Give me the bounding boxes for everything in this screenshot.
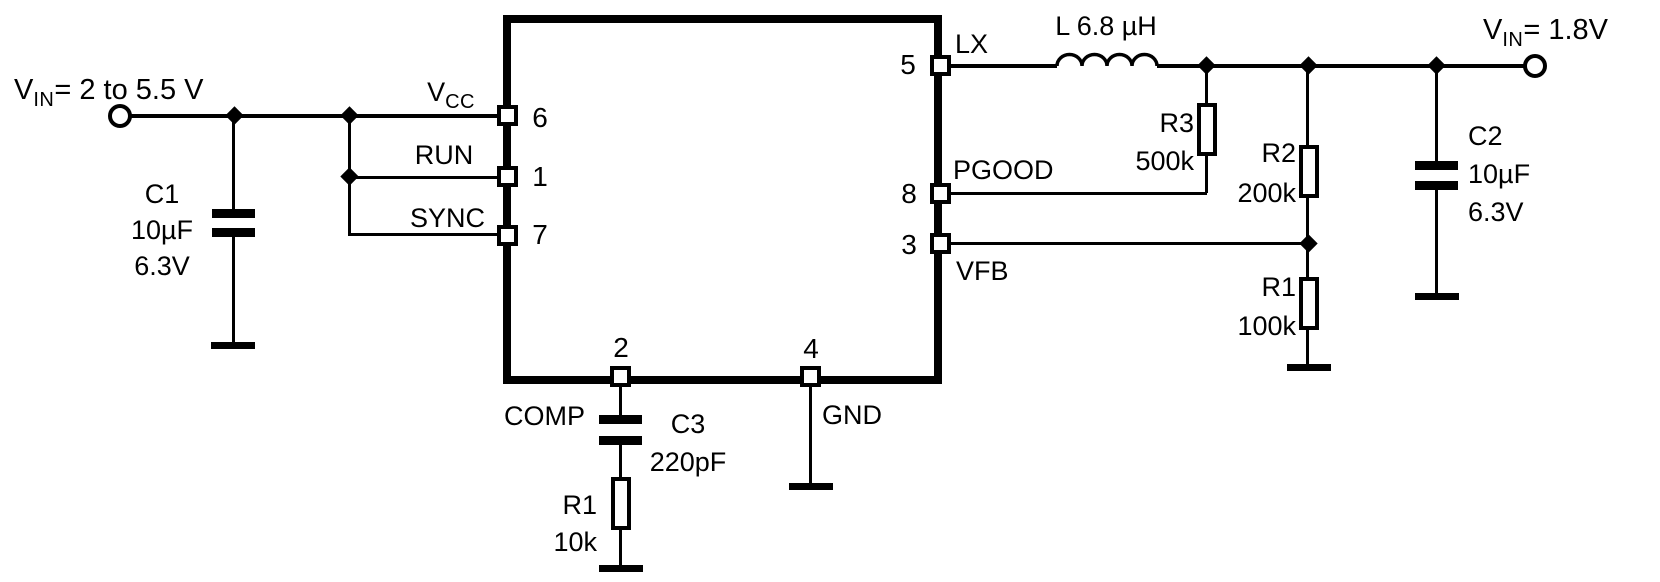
resistor-r3-body <box>1197 103 1217 156</box>
c1-value: 10µF <box>130 215 194 245</box>
pin-number-lx: 5 <box>900 49 916 80</box>
c2-rating: 6.3V <box>1468 197 1524 227</box>
wire-run <box>350 176 497 179</box>
r2-label-block: R2 200k <box>1190 133 1296 213</box>
inductor-coil-icon <box>1055 52 1159 67</box>
pin-label-vfb: VFB <box>956 256 1009 286</box>
wire-r2-bottom <box>1306 198 1309 245</box>
wire-comp-3 <box>619 530 622 565</box>
wire-c1-top <box>232 116 235 209</box>
c1-label-block: C1 10µF 6.3V <box>112 176 212 284</box>
wire-gnd <box>809 387 812 483</box>
wire-r3-bottom <box>1205 156 1208 193</box>
output-voltage-label: VIN= 1.8V <box>1483 14 1608 52</box>
r3-name: R3 <box>1159 108 1194 138</box>
pin-label-run: RUN <box>414 140 474 170</box>
wire-output-main <box>1157 64 1525 68</box>
pin-label-pgood: PGOOD <box>953 155 1054 185</box>
wire-c1-bottom <box>232 237 235 342</box>
pin-label-vcc: VCC <box>405 77 475 113</box>
wire-c2-bottom <box>1435 190 1438 294</box>
c3-plate-top <box>599 415 642 424</box>
input-voltage-eq: = 2 to 5.5 V <box>54 74 204 106</box>
pin-label-lx: LX <box>955 29 989 59</box>
c1-ground-symbol <box>211 342 255 349</box>
c1-name: C1 <box>144 179 180 209</box>
pin-number-comp: 2 <box>613 332 629 363</box>
junction-dot-vin-run <box>340 106 359 125</box>
wire-vfb <box>951 242 1309 245</box>
c3-plate-bottom <box>599 436 642 445</box>
wire-vin-main <box>131 114 497 118</box>
pin-square-lx <box>930 55 951 76</box>
output-voltage-sub: IN <box>1502 29 1524 51</box>
output-voltage-v: V <box>1483 14 1503 46</box>
c2-label-block: C2 10µF 6.3V <box>1468 117 1588 231</box>
pin-number-vfb: 3 <box>901 229 917 260</box>
junction-dot-run <box>340 167 359 186</box>
pin-number-vcc: 6 <box>532 102 548 133</box>
input-voltage-label: VIN= 2 to 5.5 V <box>14 74 203 112</box>
r2-value: 200k <box>1237 178 1296 208</box>
wire-c2-top <box>1435 66 1438 162</box>
r1-comp-ground-symbol <box>599 565 643 572</box>
r1-feedback-name: R1 <box>1261 272 1296 302</box>
c2-value: 10µF <box>1468 159 1531 189</box>
gnd-pin-ground-symbol <box>789 483 833 490</box>
wire-lx-to-inductor <box>951 64 1057 68</box>
resistor-r2-body <box>1299 145 1319 198</box>
r3-value: 500k <box>1135 146 1194 176</box>
c2-name: C2 <box>1468 121 1503 151</box>
r1-comp-value: 10k <box>553 527 597 557</box>
ic-body <box>503 15 942 384</box>
pin-number-run: 1 <box>532 161 548 192</box>
output-voltage-eq: = 1.8V <box>1523 14 1608 46</box>
pin-label-gnd: GND <box>822 400 882 430</box>
r1-comp-name: R1 <box>562 490 597 520</box>
wire-r2-top <box>1306 66 1309 146</box>
inductor-label: L 6.8 µH <box>1055 11 1157 41</box>
r2-name: R2 <box>1261 138 1296 168</box>
c2-plate-bottom <box>1415 181 1458 190</box>
c2-plate-top <box>1415 161 1458 170</box>
pin-number-sync: 7 <box>532 219 548 250</box>
vcc-label-v: V <box>427 77 446 107</box>
c3-value: 220pF <box>649 447 727 477</box>
resistor-r1-feedback-body <box>1299 277 1319 330</box>
resistor-r1-comp-body <box>611 477 631 530</box>
pin-square-gnd <box>800 366 821 387</box>
wire-comp-1 <box>619 387 622 416</box>
input-voltage-v: V <box>14 74 34 106</box>
c2-ground-symbol <box>1415 293 1459 300</box>
wire-r1fb-top <box>1306 245 1309 277</box>
pin-square-sync <box>497 225 518 246</box>
pin-square-vcc <box>497 105 518 126</box>
pin-label-sync: SYNC <box>409 203 485 233</box>
input-voltage-sub: IN <box>33 89 55 111</box>
pin-square-run <box>497 166 518 187</box>
r1-feedback-value: 100k <box>1237 311 1296 341</box>
pin-number-gnd: 4 <box>803 333 819 364</box>
pin-square-pgood <box>930 183 951 204</box>
pin-square-comp <box>610 366 631 387</box>
pin-number-pgood: 8 <box>901 178 917 209</box>
vcc-label-sub: CC <box>445 91 475 113</box>
wire-pgood <box>951 192 1207 195</box>
r1-feedback-ground-symbol <box>1287 364 1331 371</box>
input-terminal <box>108 104 132 128</box>
output-terminal <box>1523 54 1547 78</box>
c1-plate-top <box>212 209 255 218</box>
r1-comp-label-block: R1 10k <box>500 487 597 561</box>
wire-comp-2 <box>619 445 622 478</box>
pin-label-comp: COMP <box>504 401 585 431</box>
wire-r1fb-bottom <box>1306 329 1309 364</box>
pin-square-vfb <box>930 233 951 254</box>
c1-plate-bottom <box>212 228 255 237</box>
wire-r3-top <box>1205 66 1208 104</box>
c1-rating: 6.3V <box>134 251 190 281</box>
wire-sync <box>350 233 497 236</box>
c3-name: C3 <box>670 409 706 439</box>
r3-label-block: R3 500k <box>1090 104 1194 180</box>
r1-feedback-label-block: R1 100k <box>1190 268 1296 346</box>
